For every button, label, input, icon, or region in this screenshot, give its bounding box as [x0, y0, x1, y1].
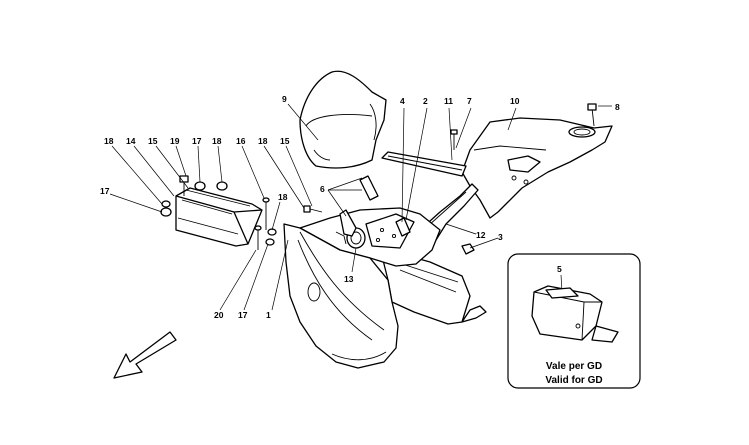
callout-17-left: 17 [100, 186, 110, 196]
hardware-fasteners [160, 103, 597, 255]
callout-18-side: 18 [278, 192, 288, 202]
callout-14: 14 [126, 136, 136, 146]
part-inset-tray [531, 285, 619, 343]
callout-15-left: 15 [148, 136, 158, 146]
callout-18-right: 18 [258, 136, 268, 146]
callout-18-mid: 18 [212, 136, 222, 146]
part-cross-rail [381, 151, 467, 177]
callout-18-left: 18 [104, 136, 114, 146]
callout-6: 6 [320, 184, 325, 194]
callout-16: 16 [236, 136, 246, 146]
callout-15-right: 15 [280, 136, 290, 146]
callout-17-bottom: 17 [238, 310, 248, 320]
inset-note-italian: Vale per GD [546, 361, 602, 372]
inset-note-english: Valid for GD [545, 375, 602, 386]
callout-4: 4 [400, 96, 405, 106]
callout-5: 5 [557, 264, 562, 274]
callout-2: 2 [423, 96, 428, 106]
callout-17-top: 17 [192, 136, 202, 146]
callout-11: 11 [444, 96, 453, 106]
callout-10: 10 [510, 96, 520, 106]
callout-1: 1 [266, 310, 271, 320]
variant-inset-box: 5 Vale per GD Valid for GD [507, 253, 641, 389]
leader-lines [109, 103, 612, 311]
callout-numbers: 9 4 2 11 7 10 8 6 12 3 13 1 17 20 18 14 … [100, 94, 620, 320]
part-right-side-panel [461, 117, 613, 219]
part-strap-brackets [335, 175, 379, 245]
callout-20: 20 [214, 310, 224, 320]
callout-3: 3 [498, 232, 503, 242]
callout-12: 12 [476, 230, 486, 240]
callout-8: 8 [615, 102, 620, 112]
part-upper-shell-panel [299, 70, 387, 169]
callout-7: 7 [467, 96, 472, 106]
direction-arrow-icon [113, 331, 177, 379]
callout-13: 13 [344, 274, 354, 284]
callout-19: 19 [170, 136, 180, 146]
part-left-box-bracket [175, 187, 263, 247]
callout-9: 9 [282, 94, 287, 104]
part-wheel-housing-assembly [283, 207, 487, 369]
